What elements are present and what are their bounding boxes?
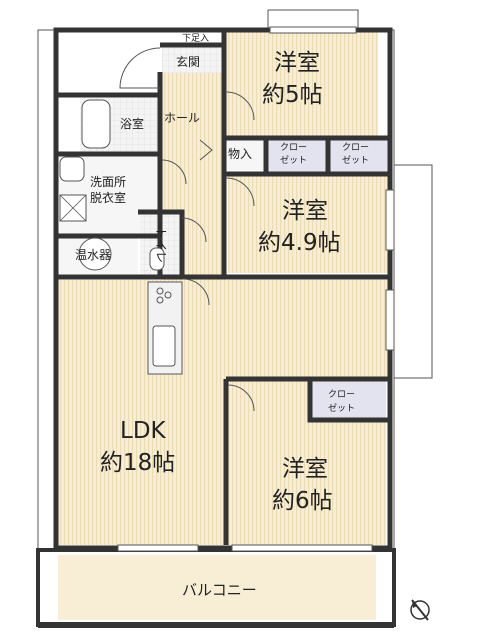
label-yoshitsu2-1: 洋室 bbox=[282, 198, 328, 224]
label-closet-c-2: ゼット bbox=[328, 402, 355, 414]
label-yoshitsu3-1: 洋室 bbox=[282, 456, 328, 482]
label-yoshitsu1-2: 約5帖 bbox=[262, 82, 323, 108]
label-closet-c-1: クロー bbox=[328, 389, 355, 400]
stove-burner bbox=[156, 287, 164, 295]
stove-burner bbox=[164, 291, 172, 299]
closet-yoshitsu3 bbox=[312, 382, 386, 420]
doors bbox=[119, 47, 255, 412]
label-balcony: バルコニー bbox=[182, 581, 257, 599]
floor-yoshitsu1 bbox=[226, 30, 378, 138]
sink bbox=[59, 156, 85, 182]
floor-ldk-upper bbox=[183, 280, 388, 378]
balcony bbox=[36, 548, 396, 628]
floor-yoshitsu2 bbox=[228, 175, 388, 273]
floor-genkan bbox=[162, 45, 224, 73]
label-yoshitsu3-2: 約6帖 bbox=[272, 488, 333, 514]
closet-top-1 bbox=[268, 136, 326, 172]
floor-balcony bbox=[58, 555, 376, 620]
label-senmen-2: 脱衣室 bbox=[90, 190, 126, 205]
label-closet-a-2: ゼット bbox=[280, 154, 307, 166]
label-ldk-2: 約18帖 bbox=[100, 450, 175, 476]
label-toilet: トイレ bbox=[154, 227, 168, 263]
label-yoshitsu1-1: 洋室 bbox=[274, 50, 320, 76]
label-ldk-1: LDK bbox=[120, 418, 167, 444]
water-heater bbox=[78, 237, 112, 271]
label-monoire: 物入 bbox=[228, 147, 252, 161]
label-senmen-1: 洗面所 bbox=[90, 175, 126, 189]
bathtub bbox=[81, 99, 111, 149]
label-closet-b-1: クロー bbox=[342, 142, 369, 153]
label-closet-a-1: クロー bbox=[280, 142, 307, 153]
label-yoshitsu2-2: 約4.9帖 bbox=[258, 230, 341, 256]
room-labels: 下足入 玄関 ホール 浴室 洗面所 脱衣室 温水器 トイレ 物入 クロー ゼット… bbox=[75, 33, 369, 599]
label-shitaashi: 下足入 bbox=[182, 33, 209, 44]
fixtures bbox=[59, 99, 183, 375]
toilet-bowl bbox=[149, 247, 165, 271]
kitchen-sink bbox=[152, 325, 176, 367]
label-hall: ホール bbox=[164, 111, 200, 125]
label-closet-b-2: ゼット bbox=[342, 154, 369, 166]
windows bbox=[117, 26, 395, 552]
label-bath: 浴室 bbox=[120, 116, 144, 131]
label-genkan: 玄関 bbox=[176, 54, 200, 69]
floors bbox=[58, 30, 388, 620]
label-onsuiki: 温水器 bbox=[75, 248, 111, 262]
floor-monoire bbox=[226, 136, 266, 170]
stove-burner bbox=[156, 296, 164, 304]
closet-top-2 bbox=[330, 136, 388, 172]
compass-icon bbox=[410, 599, 430, 621]
